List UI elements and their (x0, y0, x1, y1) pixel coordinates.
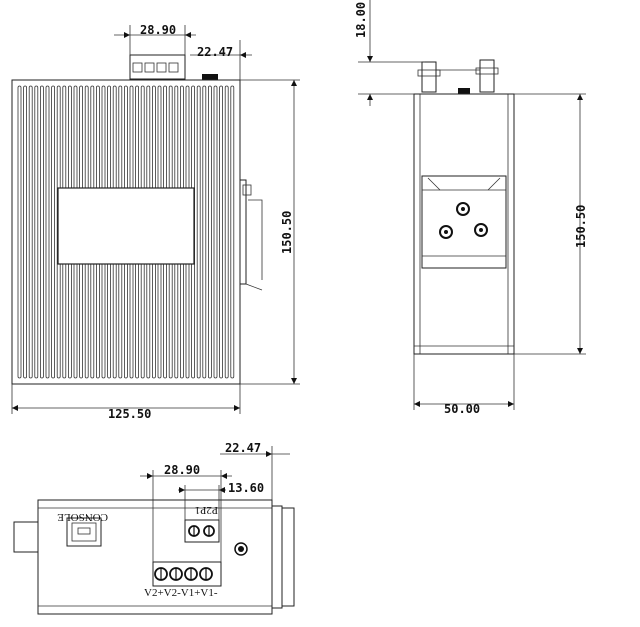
side-din-bracket (421, 175, 507, 269)
side-height-dim: 150.50 (574, 205, 588, 248)
heat-sink-fin (219, 85, 224, 379)
heat-sink-fin (213, 85, 218, 379)
console-port[interactable] (66, 517, 102, 547)
side-view: 18.00 150.50 50.00 (354, 0, 588, 416)
side-body (413, 93, 515, 355)
top-terminal-dim: 28.90 (164, 463, 200, 477)
front-width-dim: 125.50 (108, 407, 151, 421)
heat-sink-fin (202, 85, 207, 379)
top-view: CONSOLE P2P1 V2+V2-V1+V1- (13, 441, 295, 615)
front-height-dim: 150.50 (280, 211, 294, 254)
side-width-dim: 50.00 (444, 402, 480, 416)
side-dims (358, 0, 586, 410)
power-terminal-label: V2+V2-V1+V1- (144, 587, 218, 599)
top-right-flange (281, 507, 295, 607)
front-terminal-block (129, 54, 186, 80)
ground-screw-icon (234, 542, 248, 556)
heat-sink-fin (45, 85, 50, 379)
side-connectors (417, 59, 499, 94)
p2p1-label: P2P1 (195, 504, 218, 516)
front-din-clip (239, 179, 263, 291)
heat-sink-fin (34, 85, 39, 379)
heat-sink-fin (196, 85, 201, 379)
side-top-dim: 18.00 (354, 2, 368, 38)
top-offset-b-dim: 13.60 (228, 481, 264, 495)
front-terminal-dim: 28.90 (140, 23, 176, 37)
p2p1-connector[interactable] (184, 519, 220, 543)
console-label: CONSOLE (57, 511, 108, 523)
heat-sink-fin (230, 85, 235, 379)
power-terminal[interactable] (152, 561, 222, 587)
heat-sink-fin (28, 85, 33, 379)
front-label-window (57, 187, 195, 265)
heat-sink-fin (51, 85, 55, 379)
front-offset-dim: 22.47 (197, 45, 233, 59)
front-view: 28.90 22.47 150.50 125.50 (11, 23, 300, 421)
top-offset-a-dim: 22.47 (225, 441, 261, 455)
front-ground-knob (202, 74, 218, 80)
heat-sink-fin (23, 85, 28, 379)
heat-sink-fin (17, 85, 22, 379)
top-left-stub (13, 521, 39, 553)
heat-sink-fin (224, 85, 229, 379)
front-dims (11, 25, 300, 414)
top-dims (140, 446, 290, 562)
heat-sink-fin (40, 85, 44, 379)
heat-sink-fin (207, 85, 212, 379)
